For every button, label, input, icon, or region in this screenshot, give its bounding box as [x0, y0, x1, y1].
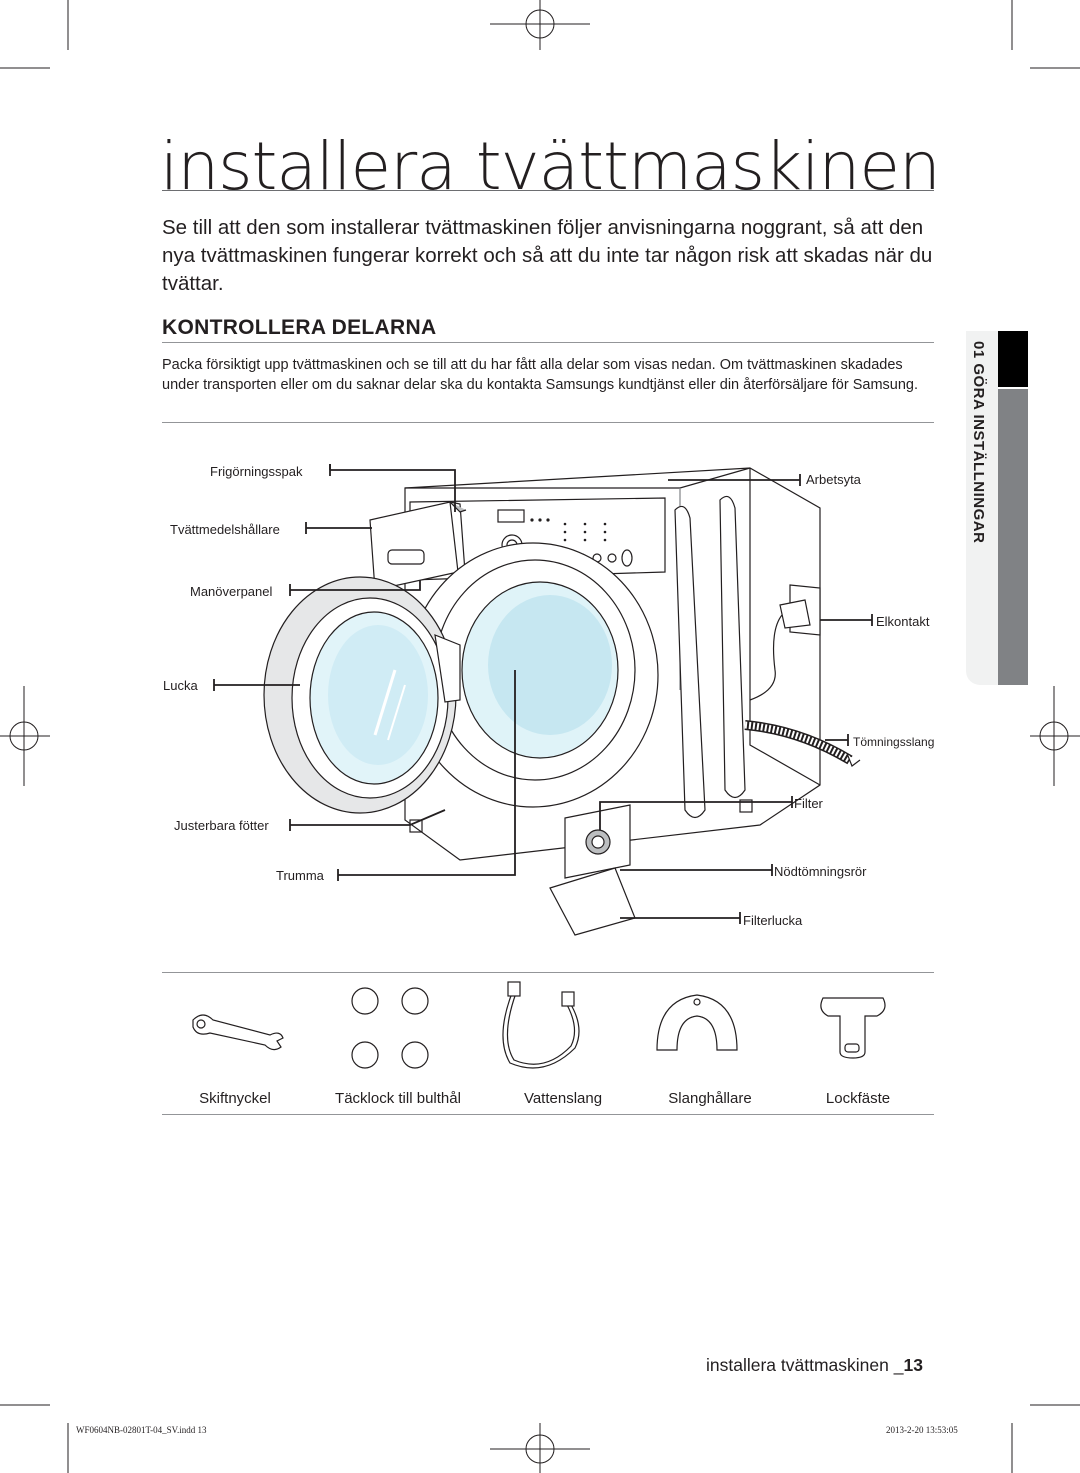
- label-adjustable-feet: Justerbara fötter: [174, 818, 269, 833]
- label-door: Lucka: [163, 678, 198, 693]
- accessories-top-divider: [162, 972, 934, 973]
- chapter-tab-bar: [998, 389, 1028, 685]
- bolt-hole-caps-icon: [351, 987, 429, 1069]
- section-heading: KONTROLLERA DELARNA: [162, 316, 437, 339]
- title-divider: [162, 190, 934, 191]
- water-hose-icon: [502, 981, 580, 1069]
- page-title: installera tvättmaskinen: [160, 128, 941, 205]
- section-divider: [162, 342, 934, 343]
- accessory-label: Slanghållare: [668, 1090, 752, 1107]
- label-control-panel: Manöverpanel: [190, 584, 273, 599]
- page-number: 13: [903, 1355, 923, 1375]
- label-drum: Trumma: [276, 868, 324, 883]
- chapter-tab-marker: [998, 331, 1028, 387]
- label-emergency-drain-tube: Nödtömningsrör: [774, 864, 867, 879]
- accessories-bottom-divider: [162, 1114, 934, 1115]
- print-date-info: 2013-2-20 13:53:05: [886, 1425, 958, 1435]
- print-file-info: WF0604NB-02801T-04_SV.indd 13: [76, 1425, 207, 1435]
- section-paragraph: Packa försiktigt upp tvättmaskinen och s…: [162, 357, 919, 393]
- section-bottom-divider: [162, 422, 934, 423]
- label-drain-hose: Tömningsslang: [853, 735, 935, 749]
- label-filter-cover: Filterlucka: [743, 913, 803, 928]
- accessory-label: Skiftnyckel: [199, 1090, 271, 1107]
- hose-guide-icon: [656, 994, 738, 1051]
- intro-paragraph: Se till att den som installerar tvättmas…: [162, 216, 933, 295]
- lid-holder-icon: [820, 997, 886, 1059]
- chapter-tab-label: 01 GÖRA INSTÄLLNINGAR: [970, 341, 987, 544]
- chapter-tab: [966, 331, 998, 685]
- label-worktop: Arbetsyta: [806, 472, 861, 487]
- label-detergent-drawer: Tvättmedelshållare: [170, 522, 280, 537]
- label-power-plug: Elkontakt: [876, 614, 930, 629]
- spanner-icon: [192, 1014, 284, 1051]
- label-release-lever: Frigörningsspak: [210, 464, 303, 479]
- accessory-label: Täcklock till bulthål: [335, 1090, 461, 1107]
- accessory-label: Lockfäste: [825, 1090, 891, 1107]
- accessory-label: Vattenslang: [523, 1090, 603, 1107]
- label-filter: Filter: [794, 796, 823, 811]
- washing-machine-illustration: [213, 464, 873, 936]
- footer-page-title: installera tvättmaskinen _13: [706, 1355, 923, 1375]
